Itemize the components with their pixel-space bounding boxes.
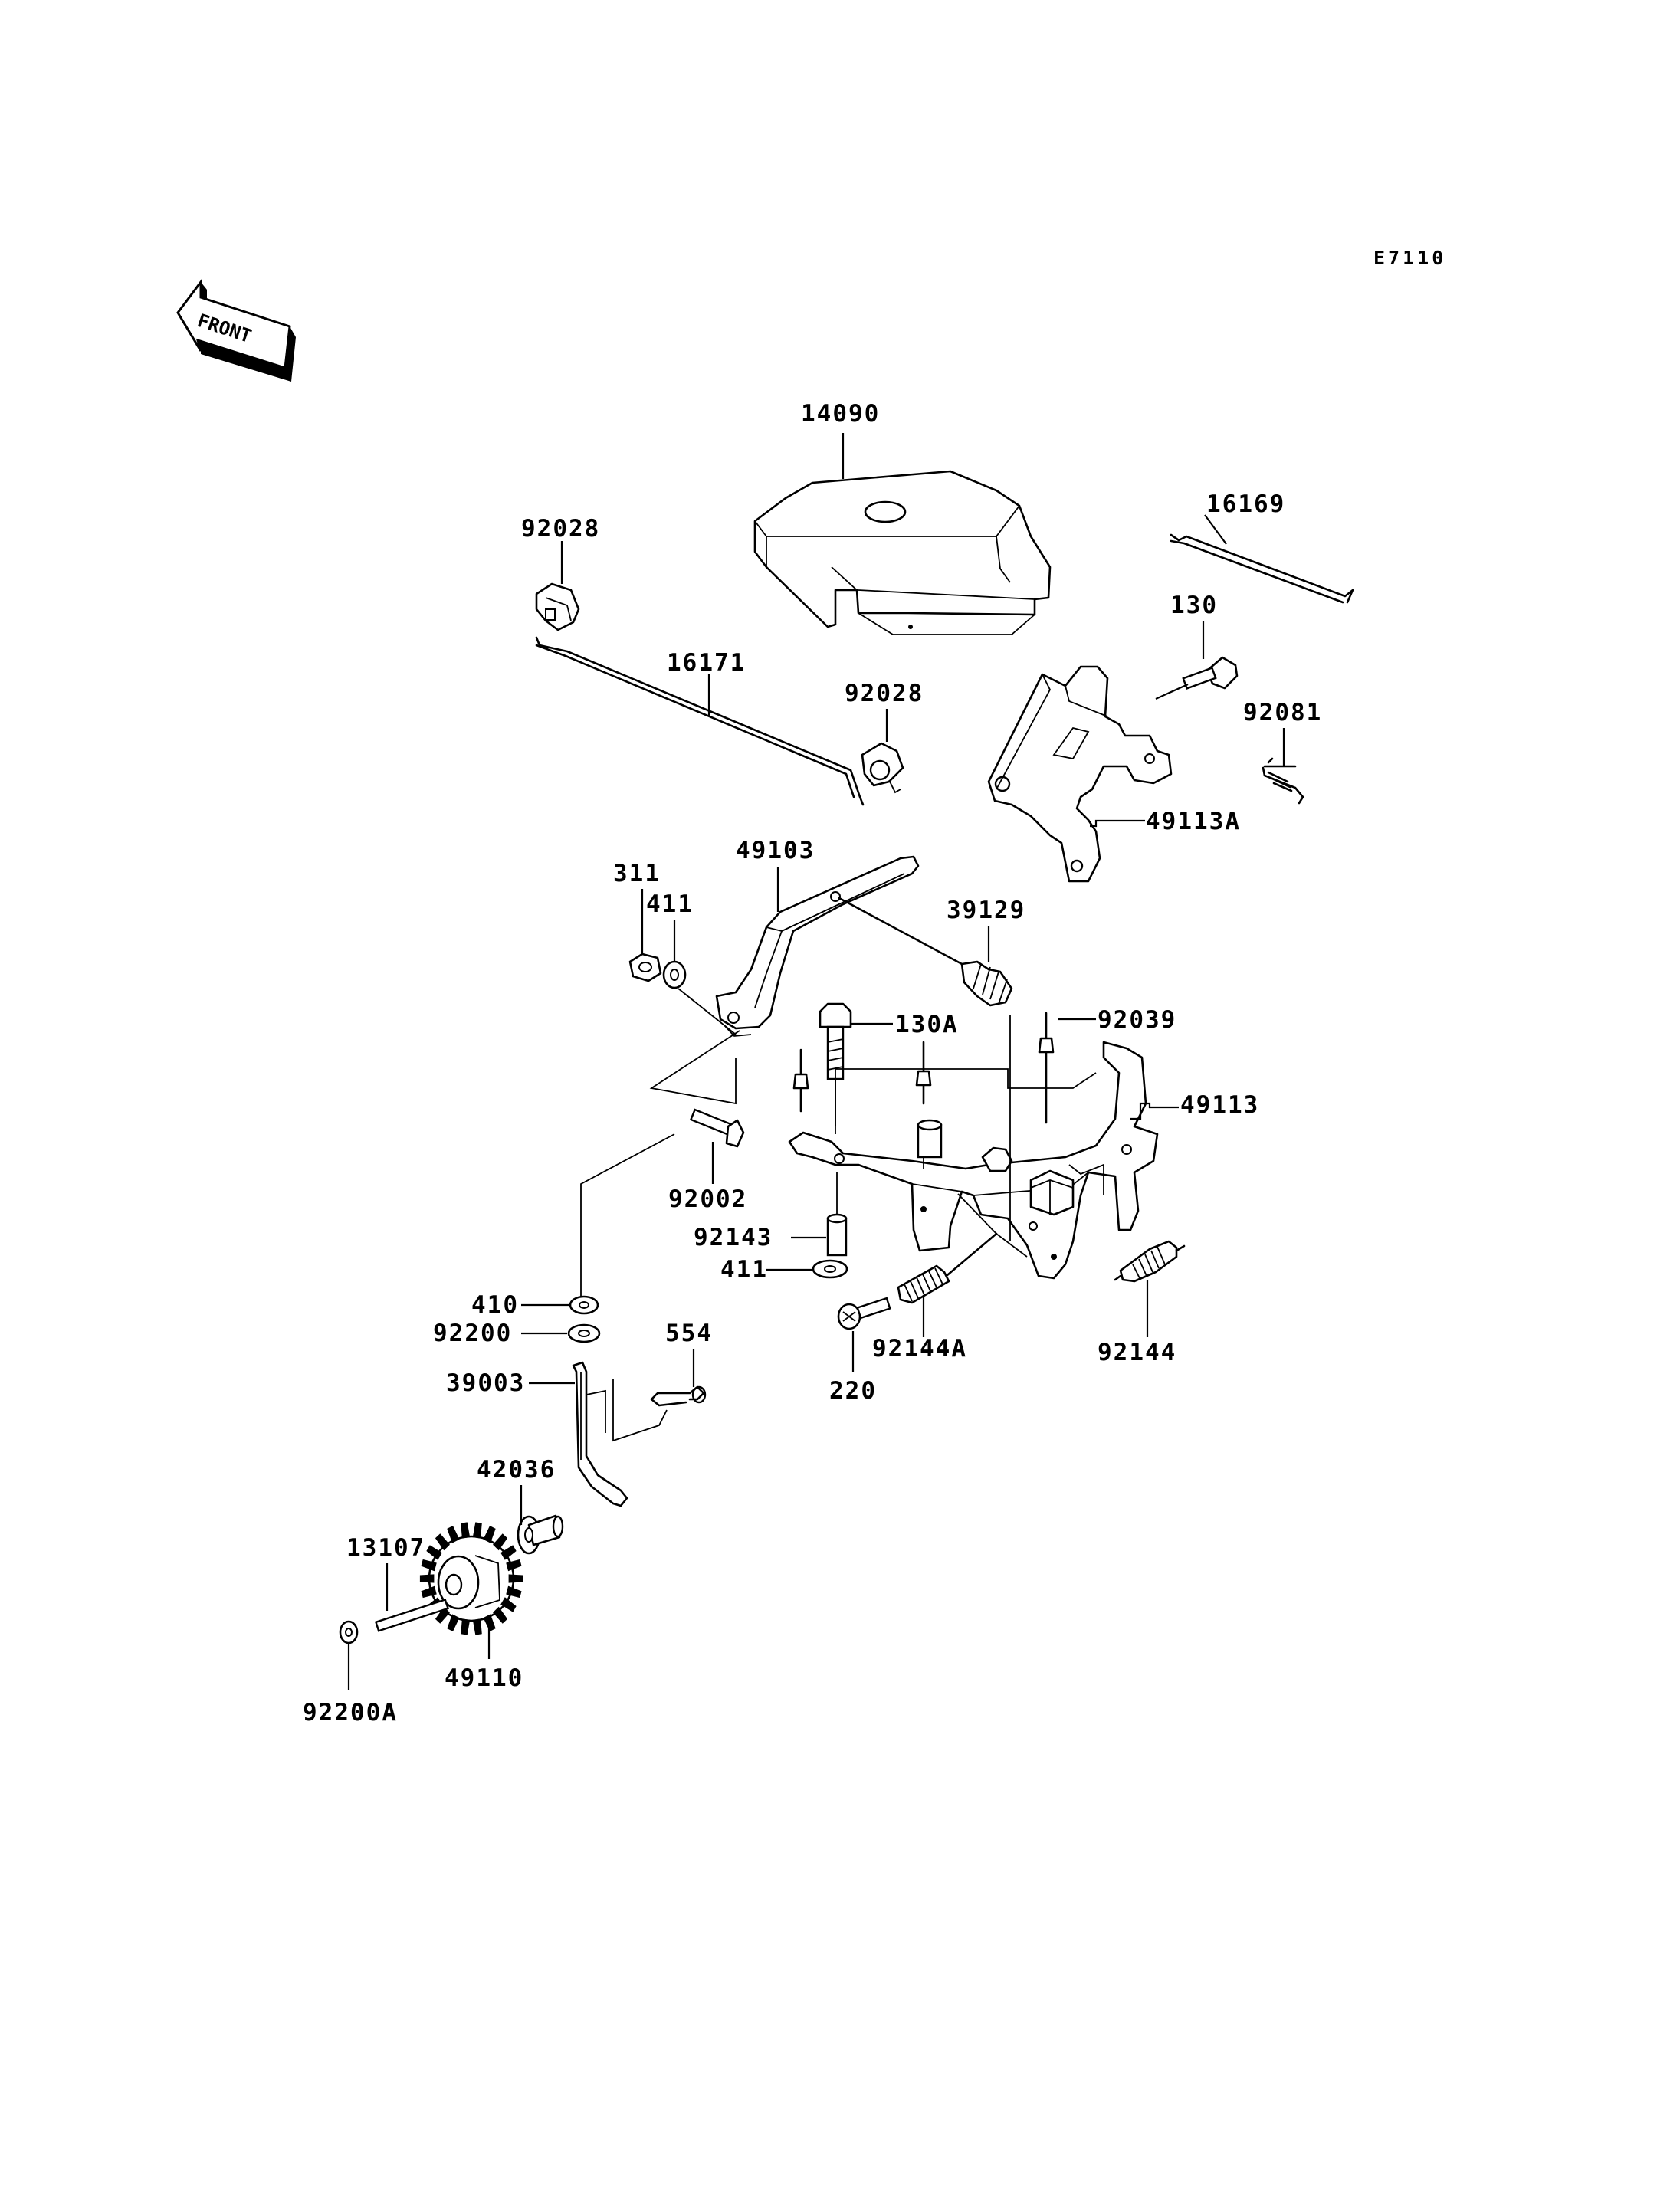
part-label-16171: 16171 (667, 649, 746, 677)
front-arrow-icon: FRONT (176, 278, 296, 382)
part-label-92144: 92144 (1098, 1339, 1176, 1366)
clip-92028-mid (861, 742, 904, 794)
lever-49103 (715, 855, 920, 1037)
part-label-411-low: 411 (720, 1256, 768, 1284)
cover-14090 (753, 470, 1052, 635)
part-label-16169: 16169 (1206, 490, 1285, 518)
shaft-42036 (517, 1514, 564, 1555)
rod-39003 (572, 1361, 628, 1507)
rod-16169 (1170, 533, 1354, 604)
part-label-411-top: 411 (646, 890, 694, 918)
part-label-311: 311 (613, 860, 661, 887)
part-label-92039: 92039 (1098, 1006, 1176, 1034)
spring-39129 (838, 897, 1013, 1007)
part-label-92200: 92200 (433, 1320, 512, 1347)
part-label-130: 130 (1170, 592, 1218, 619)
bolt-92002 (689, 1108, 745, 1148)
washer-411-top (662, 960, 687, 989)
pin-13107 (374, 1598, 450, 1632)
part-label-92143: 92143 (694, 1224, 773, 1251)
washer-92200A (339, 1620, 359, 1644)
part-label-39003: 39003 (446, 1369, 525, 1397)
part-label-13107: 13107 (346, 1534, 425, 1562)
spring-92144A (897, 1232, 998, 1304)
part-label-49103: 49103 (736, 837, 815, 864)
bolt-130A (819, 1002, 852, 1126)
part-label-49113A: 49113A (1146, 808, 1241, 835)
part-label-92081: 92081 (1243, 699, 1322, 726)
part-label-130A: 130A (895, 1011, 959, 1038)
part-label-92028-top: 92028 (521, 515, 600, 543)
spring-92081 (1262, 757, 1304, 805)
part-label-410: 410 (471, 1291, 519, 1319)
nut-311 (628, 953, 662, 982)
part-label-92200A: 92200A (303, 1699, 398, 1726)
part-label-49110: 49110 (445, 1664, 523, 1692)
pins-92039 (792, 1012, 1055, 1124)
part-label-39129: 39129 (947, 897, 1025, 924)
spring-92144 (1114, 1240, 1186, 1283)
washer-411-low (812, 1259, 848, 1279)
collar-92143 (826, 1172, 848, 1257)
part-label-92028-mid: 92028 (845, 680, 924, 707)
gear-49110 (419, 1522, 523, 1635)
part-label-42036: 42036 (477, 1456, 556, 1484)
part-label-92002: 92002 (668, 1185, 747, 1213)
washer-410 (569, 1295, 599, 1315)
part-label-220: 220 (829, 1377, 877, 1405)
pin-554 (650, 1385, 707, 1407)
part-label-49113: 49113 (1180, 1091, 1259, 1119)
washer-92200 (567, 1323, 601, 1343)
part-label-554: 554 (665, 1320, 713, 1347)
screw-220 (837, 1297, 891, 1330)
part-label-92144A: 92144A (872, 1335, 967, 1362)
part-label-14090: 14090 (801, 400, 880, 428)
bolt-130 (1182, 656, 1239, 690)
clip-92028-top (535, 582, 580, 631)
bracket-49113A (987, 665, 1173, 883)
diagram-code: E7110 (1373, 247, 1446, 269)
